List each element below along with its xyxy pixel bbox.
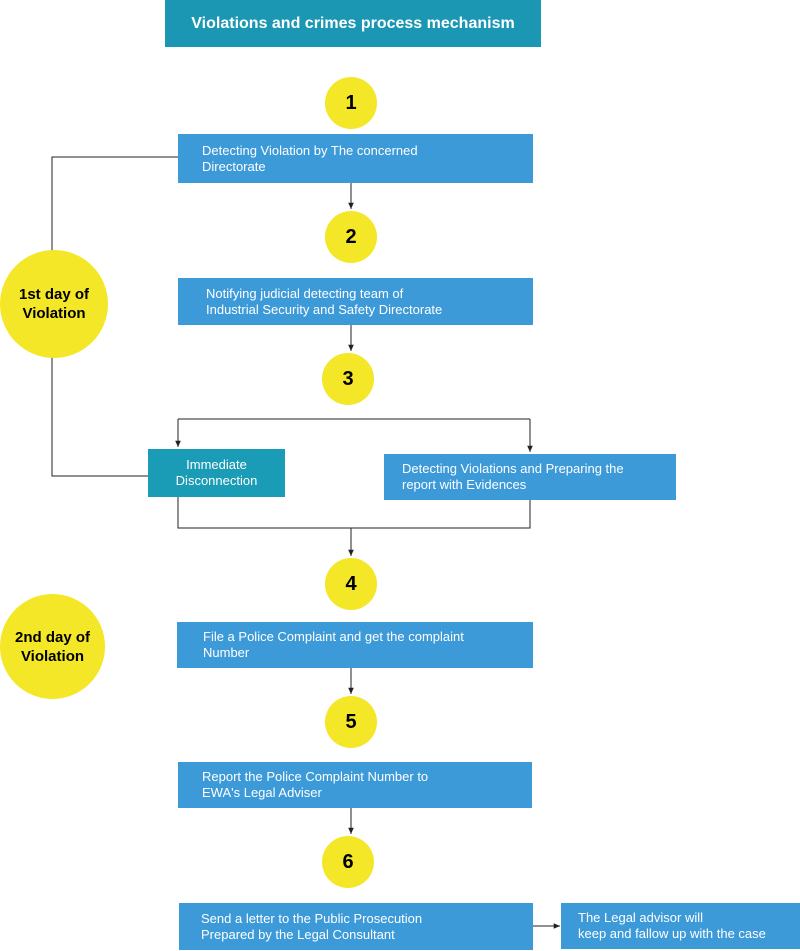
page-title: Violations and crimes process mechanism [165,0,541,47]
first-day-circle: 1st day of Violation [0,250,108,358]
step-5-circle: 5 [325,696,377,748]
notifying-team-box: Notifying judicial detecting team of Ind… [178,278,533,325]
step-2-circle: 2 [325,211,377,263]
legal-advisor-followup-box: The Legal advisor will keep and fallow u… [561,903,800,949]
send-letter-box: Send a letter to the Public Prosecution … [179,903,533,950]
step-4-circle: 4 [325,558,377,610]
second-day-circle: 2nd day of Violation [0,594,105,699]
step-3-circle: 3 [322,353,374,405]
step-1-circle: 1 [325,77,377,129]
step-6-circle: 6 [322,836,374,888]
report-complaint-number-box: Report the Police Complaint Number to EW… [178,762,532,808]
police-complaint-box: File a Police Complaint and get the comp… [177,622,533,668]
immediate-disconnection-box: Immediate Disconnection [148,449,285,497]
preparing-report-box: Detecting Violations and Preparing the r… [384,454,676,500]
detecting-violation-box: Detecting Violation by The concerned Dir… [178,134,533,183]
